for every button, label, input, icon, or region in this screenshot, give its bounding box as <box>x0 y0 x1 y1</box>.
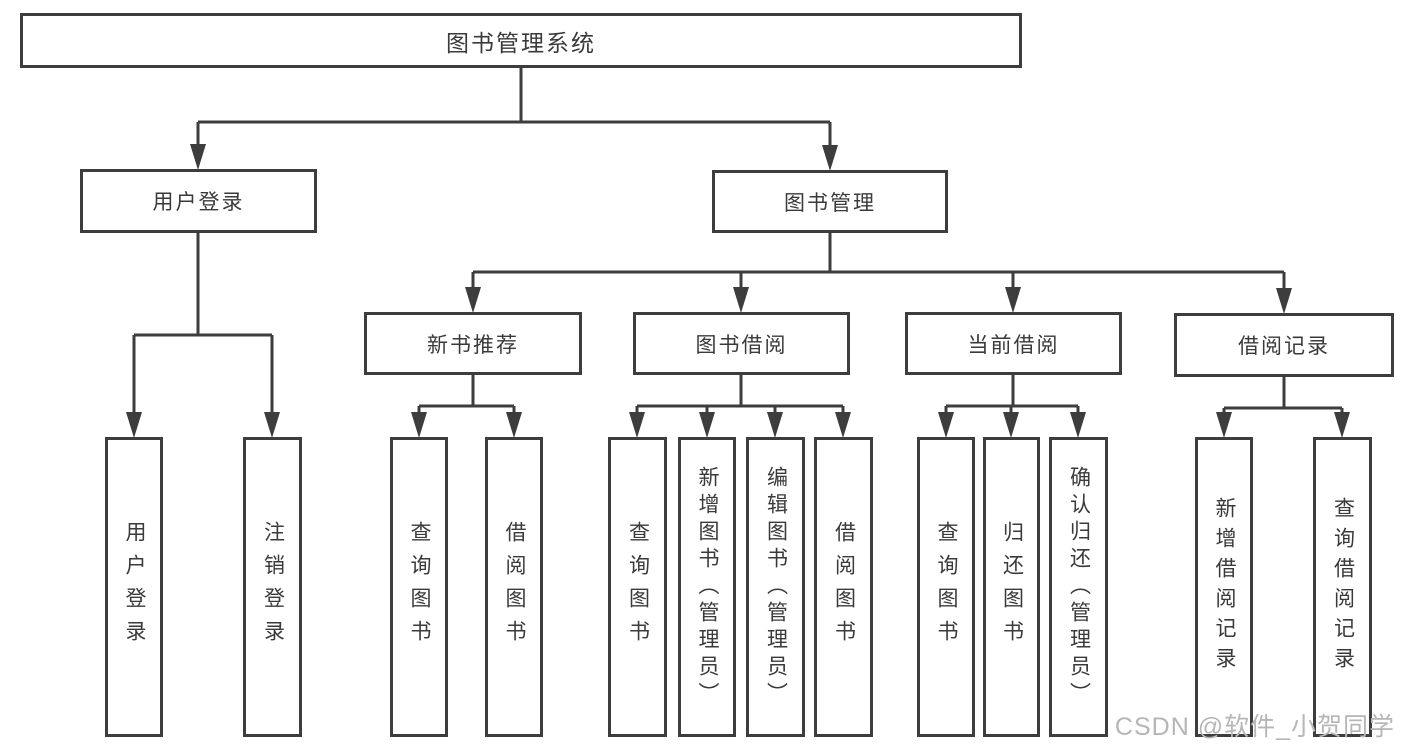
watermark: CSDN @软件_小贺同学 <box>1114 713 1395 741</box>
node-user-login-label: 用户登录 <box>152 191 245 214</box>
leaf-recommend-borrow-books-label: 借阅图书 <box>503 521 526 653</box>
node-book-management: 图书管理 <box>712 170 948 233</box>
leaf-current-confirm-return-admin: 确认归还（管理员） <box>1049 437 1108 737</box>
leaf-current-return-books: 归还图书 <box>983 437 1040 737</box>
node-user-login: 用户登录 <box>80 169 317 233</box>
leaf-borrow-query-books-label: 查询图书 <box>626 521 650 653</box>
leaf-current-return-books-label: 归还图书 <box>1000 521 1024 653</box>
leaf-logout-label: 注销登录 <box>261 521 285 653</box>
leaf-records-query-record: 查询借阅记录 <box>1313 437 1372 737</box>
node-borrow-records-label: 借阅记录 <box>1238 335 1330 358</box>
leaf-current-confirm-return-admin-label: 确认归还（管理员） <box>1067 465 1091 709</box>
leaf-borrow-query-books: 查询图书 <box>608 437 667 737</box>
leaf-recommend-query-books-label: 查询图书 <box>408 521 431 653</box>
leaf-records-add-record: 新增借阅记录 <box>1195 437 1253 737</box>
node-root-label: 图书管理系统 <box>446 29 596 56</box>
leaf-current-query-books-label: 查询图书 <box>935 521 958 653</box>
node-borrow-records: 借阅记录 <box>1174 313 1394 377</box>
leaf-records-query-record-label: 查询借阅记录 <box>1331 497 1355 677</box>
node-new-book-recommend: 新书推荐 <box>364 312 582 375</box>
node-current-borrow: 当前借阅 <box>905 312 1122 375</box>
node-book-borrow-label: 图书借阅 <box>695 333 788 357</box>
leaf-user-login: 用户登录 <box>105 437 163 737</box>
node-book-management-label: 图书管理 <box>784 191 876 215</box>
leaf-user-login-label: 用户登录 <box>123 521 146 653</box>
leaf-borrow-borrow-books: 借阅图书 <box>814 437 873 737</box>
leaf-logout: 注销登录 <box>243 437 302 737</box>
leaf-current-query-books: 查询图书 <box>917 437 975 737</box>
node-current-borrow-label: 当前借阅 <box>967 333 1060 357</box>
node-book-borrow: 图书借阅 <box>633 312 850 375</box>
leaf-borrow-edit-books-admin: 编辑图书（管理员） <box>746 437 805 737</box>
leaf-borrow-add-books-admin-label: 新增图书（管理员） <box>696 465 719 709</box>
leaf-recommend-query-books: 查询图书 <box>390 437 448 737</box>
node-new-book-recommend-label: 新书推荐 <box>427 333 519 357</box>
leaf-records-add-record-label: 新增借阅记录 <box>1213 497 1236 677</box>
leaf-borrow-borrow-books-label: 借阅图书 <box>832 521 856 653</box>
leaf-recommend-borrow-books: 借阅图书 <box>485 437 543 737</box>
node-root: 图书管理系统 <box>20 13 1022 68</box>
leaf-borrow-edit-books-admin-label: 编辑图书（管理员） <box>764 465 788 709</box>
leaf-borrow-add-books-admin: 新增图书（管理员） <box>678 437 736 737</box>
